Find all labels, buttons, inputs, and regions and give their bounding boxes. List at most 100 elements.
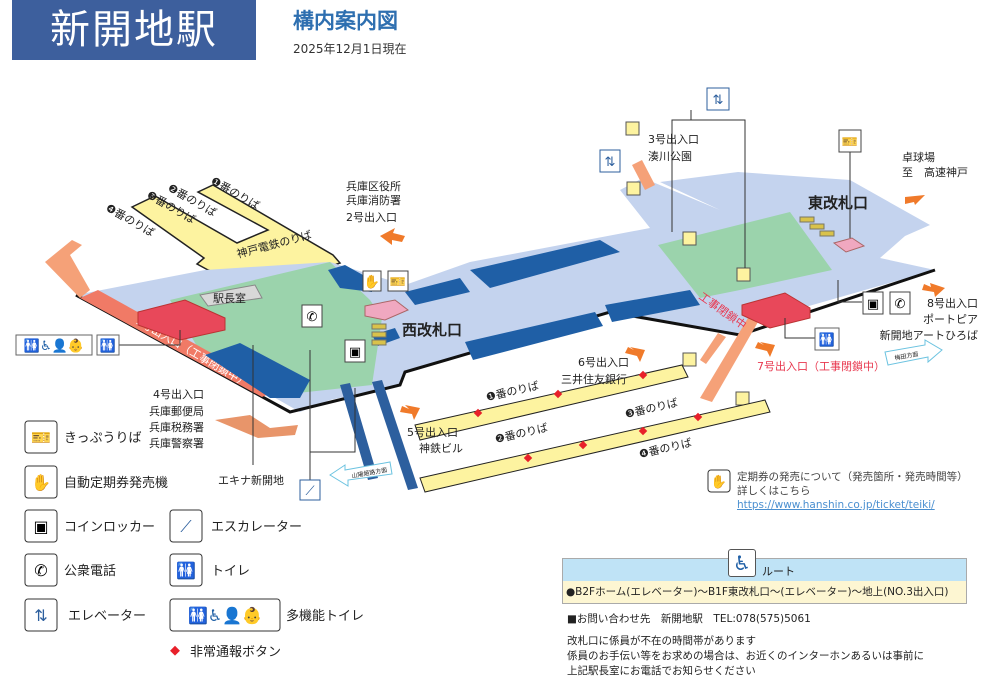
lower-platform-1 — [414, 364, 689, 441]
svg-text:8号出入口: 8号出入口 — [927, 296, 978, 310]
svg-text:✆: ✆ — [307, 310, 318, 325]
legend-locker: コインロッカー — [64, 520, 155, 535]
contact-line: ■お問い合わせ先 新開地駅 TEL:078(575)5061 — [567, 613, 811, 625]
stairs-exit4 — [215, 415, 298, 438]
direction-west-arrow: 山陽姫路方面 — [329, 461, 393, 487]
svg-text:✋: ✋ — [31, 473, 51, 492]
svg-text:兵庫警察署: 兵庫警察署 — [149, 436, 204, 450]
teiki-info-icon — [707, 469, 731, 493]
svg-text:3号出入口: 3号出入口 — [648, 132, 699, 146]
svg-text:2号出入口: 2号出入口 — [346, 210, 397, 224]
station-title: 新開地駅 — [12, 0, 256, 60]
teiki-link[interactable]: https://www.hanshin.co.jp/ticket/teiki/ — [737, 499, 935, 511]
svg-text:🚻: 🚻 — [176, 561, 196, 580]
station-master-label: 駅長室 — [213, 291, 246, 305]
elevator-icon — [24, 598, 58, 632]
note-line-3: 上記駅長室にお電話でお知らせください — [567, 665, 756, 677]
svg-text:兵庫郵便局: 兵庫郵便局 — [149, 404, 204, 418]
legend-teiki-machine: 自動定期券発売機 — [64, 475, 168, 491]
legend-toilet: トイレ — [211, 564, 250, 579]
leader-lines — [118, 110, 862, 485]
svg-text:▣: ▣ — [867, 297, 879, 312]
ticket-icon — [24, 420, 58, 454]
legend-escalator: エスカレーター — [211, 520, 302, 535]
wheelchair-icon: ♿ — [728, 549, 756, 577]
phone-icon — [24, 553, 58, 587]
svg-text:🎫: 🎫 — [842, 135, 858, 150]
accessible-route-box: ルート ●B2Fホーム(エレベーター)～B1F東改札口～(エレベーター)～地上(… — [562, 558, 967, 604]
svg-text:✆: ✆ — [34, 561, 47, 580]
svg-text:兵庫税務署: 兵庫税務署 — [149, 420, 204, 434]
svg-text:6号出入口: 6号出入口 — [578, 355, 629, 369]
emergency-icon — [170, 645, 180, 656]
legend: 🎫 ✋ ▣ ✆ ⇅ ⟋ 🚻 🚻♿👤👶 — [24, 420, 281, 656]
east-direction-label: 卓球場 至 高速神戸 — [902, 150, 968, 179]
ekina-label: エキナ新開地 — [218, 473, 284, 487]
teiki-info: 定期券の発売について（発売箇所・発売時間等） 詳しくはこちら https://w… — [737, 470, 968, 512]
svg-text:⇅: ⇅ — [34, 606, 47, 625]
lower-platform-3-label: ❸番のりば — [624, 396, 679, 421]
note-line-1: 改札口に係員が不在の時間帯があります — [567, 635, 756, 647]
legend-emergency: 非常通報ボタン — [190, 645, 281, 660]
lower-platform-2-label: ❷番のりば — [494, 421, 549, 446]
exit7-label: 7号出入口（工事閉鎖中） — [757, 359, 885, 373]
stairs-exit7 — [700, 318, 758, 402]
platform-blocks — [205, 240, 700, 398]
toilet-block-east — [741, 292, 811, 329]
exit6-label: 6号出入口 三井住友銀行 — [561, 355, 629, 386]
exit-arrows — [380, 195, 945, 420]
elevator-shafts — [625, 121, 751, 406]
svg-text:兵庫消防署: 兵庫消防署 — [346, 193, 401, 207]
exit4-label: 4号出入口 兵庫郵便局 兵庫税務署 兵庫警察署 — [149, 387, 204, 450]
stairs-center — [700, 333, 726, 364]
escalator-2 — [372, 380, 418, 490]
legend-elevator: エレベーター — [68, 609, 146, 624]
svg-text:🚻: 🚻 — [100, 338, 116, 354]
stairs-exit3 — [632, 160, 655, 190]
multi-toilet-icon — [169, 598, 281, 632]
exit5-label: 5号出入口 神鉄ビル — [407, 425, 463, 455]
svg-text:三井住友銀行: 三井住友銀行 — [561, 372, 627, 386]
svg-text:⇅: ⇅ — [713, 93, 724, 108]
svg-text:至 高速神戸: 至 高速神戸 — [902, 165, 968, 179]
station-master-room — [199, 284, 263, 307]
svg-text:✆: ✆ — [895, 297, 906, 312]
legend-multi-toilet: 多機能トイレ — [286, 608, 364, 624]
escalator-1 — [340, 383, 378, 480]
kobe-dentetsu-platform — [130, 184, 342, 291]
svg-text:⟋: ⟋ — [180, 517, 192, 536]
teiki-info-line1: 定期券の発売について（発売箇所・発売時間等） — [737, 471, 968, 483]
svg-text:⇅: ⇅ — [605, 155, 616, 170]
emergency-buttons — [473, 370, 703, 463]
svg-text:▣: ▣ — [349, 345, 361, 360]
exit8-label: 8号出入口 ポートピア 新開地アートひろば — [880, 296, 978, 342]
svg-text:⟋: ⟋ — [305, 484, 315, 499]
route-text: ●B2Fホーム(エレベーター)～B1F東改札口～(エレベーター)～地上(NO.3… — [563, 581, 966, 603]
svg-text:4号出入口: 4号出入口 — [153, 387, 204, 401]
svg-text:湊川公園: 湊川公園 — [648, 149, 692, 163]
legend-ticket: きっぷうりば — [64, 431, 141, 446]
svg-text:🚻♿👤👶: 🚻♿👤👶 — [24, 338, 84, 354]
svg-text:兵庫区役所: 兵庫区役所 — [346, 179, 401, 193]
svg-text:🚻: 🚻 — [819, 332, 835, 348]
svg-text:ポートピア: ポートピア — [923, 313, 978, 326]
west-gate-machine — [364, 299, 409, 321]
east-gate-machine — [832, 237, 866, 253]
direction-east-arrow: 梅田方面 — [884, 339, 943, 366]
stairs-exit1 — [45, 240, 90, 298]
escalator-icon — [169, 509, 203, 543]
svg-text:新開地アートひろば: 新開地アートひろば — [880, 328, 978, 342]
svg-text:🚻♿👤👶: 🚻♿👤👶 — [188, 606, 262, 625]
note-line-2: 係員のお手伝い等をお求めの場合は、お近くのインターホンあるいは事前に — [567, 650, 924, 662]
lower-platform-2 — [419, 399, 771, 493]
gate-turnstiles — [371, 216, 835, 346]
locker-icon — [24, 509, 58, 543]
west-gate-label: 西改札口 — [402, 321, 462, 339]
svg-text:5号出入口: 5号出入口 — [407, 425, 458, 439]
toilet-block-west — [137, 299, 226, 341]
route-title: ルート — [762, 565, 795, 578]
svg-text:✋: ✋ — [364, 274, 380, 290]
svg-text:神鉄ビル: 神鉄ビル — [419, 441, 463, 455]
svg-text:🎫: 🎫 — [390, 275, 406, 290]
